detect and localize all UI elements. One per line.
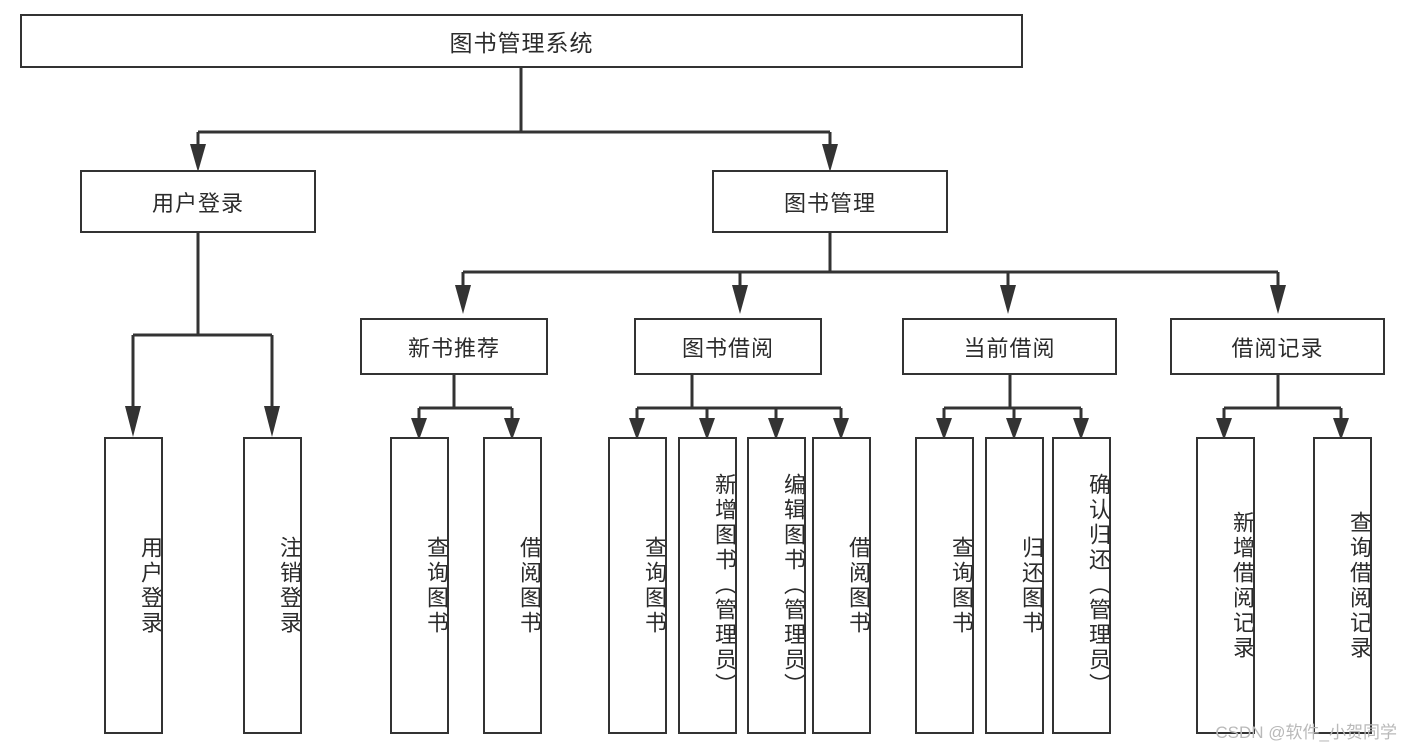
watermark-text: CSDN @软件_小贺同学: [1215, 723, 1397, 742]
leaf-label: 新增图书（管理员）: [712, 473, 737, 698]
arrowhead-ul-leaf1: [125, 406, 141, 437]
leaf-label: 查询借阅记录: [1347, 510, 1372, 661]
node-borrow-record[interactable]: 借阅记录: [1170, 318, 1385, 375]
arrowhead-current: [1000, 285, 1016, 314]
leaf-label: 编辑图书（管理员）: [781, 473, 806, 698]
arrowhead-book-mgmt: [822, 144, 838, 172]
leaf-label: 借阅图书: [846, 535, 871, 636]
leaf-label: 用户登录: [138, 535, 163, 636]
leaf-new-book-query[interactable]: 查询图书: [390, 437, 449, 734]
leaf-current-return-book[interactable]: 归还图书: [985, 437, 1044, 734]
leaf-borrow-query-book[interactable]: 查询图书: [608, 437, 667, 734]
leaf-record-add-record[interactable]: 新增借阅记录: [1196, 437, 1255, 734]
arrowhead-user-login: [190, 144, 206, 172]
node-book-borrow[interactable]: 图书借阅: [634, 318, 822, 375]
leaf-label: 查询图书: [642, 535, 667, 636]
node-current-borrow[interactable]: 当前借阅: [902, 318, 1117, 375]
leaf-borrow-borrow-book[interactable]: 借阅图书: [812, 437, 871, 734]
leaf-user-login-login[interactable]: 用户登录: [104, 437, 163, 734]
node-book-management[interactable]: 图书管理: [712, 170, 948, 233]
leaf-borrow-edit-book-admin[interactable]: 编辑图书（管理员）: [747, 437, 806, 734]
node-root-system[interactable]: 图书管理系统: [20, 14, 1023, 68]
leaf-current-query-book[interactable]: 查询图书: [915, 437, 974, 734]
leaf-label: 归还图书: [1019, 535, 1044, 636]
leaf-label: 注销登录: [277, 535, 302, 636]
arrowhead-record: [1270, 285, 1286, 314]
arrowhead-borrow: [732, 285, 748, 314]
node-user-login[interactable]: 用户登录: [80, 170, 316, 233]
leaf-new-book-borrow[interactable]: 借阅图书: [483, 437, 542, 734]
leaf-borrow-add-book-admin[interactable]: 新增图书（管理员）: [678, 437, 737, 734]
arrowhead-ul-leaf2: [264, 406, 280, 437]
arrowhead-new-book: [455, 285, 471, 314]
leaf-label: 借阅图书: [517, 535, 542, 636]
leaf-label: 确认归还（管理员）: [1086, 473, 1111, 698]
leaf-label: 查询图书: [949, 535, 974, 636]
leaf-label: 新增借阅记录: [1230, 510, 1255, 661]
leaf-label: 查询图书: [424, 535, 449, 636]
leaf-current-confirm-return-admin[interactable]: 确认归还（管理员）: [1052, 437, 1111, 734]
node-new-book-recommend[interactable]: 新书推荐: [360, 318, 548, 375]
leaf-user-login-logout[interactable]: 注销登录: [243, 437, 302, 734]
leaf-record-query-record[interactable]: 查询借阅记录: [1313, 437, 1372, 734]
